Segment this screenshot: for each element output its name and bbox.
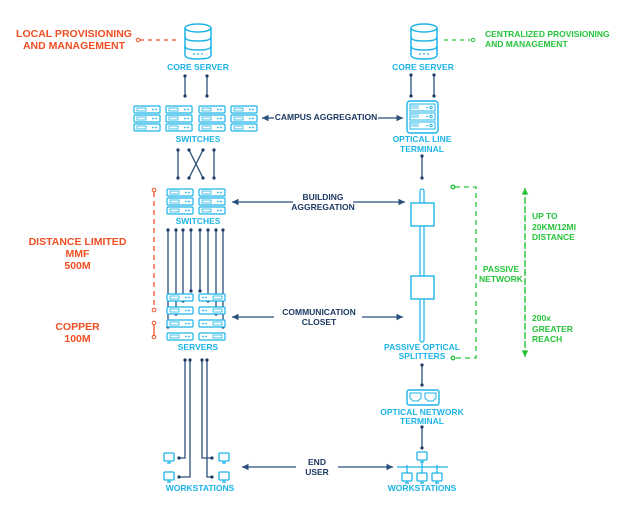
building-switches-label: SWITCHES: [175, 216, 221, 226]
copper-label: COPPER 100M: [55, 321, 100, 346]
right-workstations-label: WORKSTATIONS: [387, 483, 457, 493]
communication-closet-label: COMMUNICATION CLOSET: [282, 307, 356, 327]
centralized-management-label: CENTRALIZED PROVISIONING AND MANAGEMENT: [485, 29, 610, 49]
end-user-label: END USER: [305, 457, 329, 477]
ont-icon: [406, 389, 440, 406]
left-core-server-label: CORE SERVER: [167, 62, 229, 72]
right-workstations-icon: [397, 451, 448, 484]
link-switch-crossover: [177, 149, 215, 179]
copper-distance-bracket: [151, 320, 157, 340]
distance-label: UP TO 20KM/12MI DISTANCE: [532, 211, 576, 243]
building-switches-icon: [166, 188, 226, 215]
distance-limited-label: DISTANCE LIMITED MMF 500M: [28, 236, 127, 273]
left-workstations-icon: [163, 452, 230, 483]
link-servers-to-workstations: [179, 360, 212, 478]
campus-aggregation-label: CAMPUS AGGREGATION: [274, 112, 378, 122]
olt-label: OPTICAL LINE TERMINAL: [392, 134, 452, 154]
building-aggregation-label: BUILDING AGGREGATION: [291, 192, 355, 212]
passive-network-bracket: [450, 184, 477, 361]
mmf-distance-bracket: [151, 187, 157, 313]
ont-label: OPTICAL NETWORK TERMINAL: [380, 407, 464, 426]
left-workstations-label: WORKSTATIONS: [165, 483, 235, 493]
passive-network-label: PASSIVE NETWORK: [479, 264, 523, 284]
servers-label: SERVERS: [177, 342, 219, 352]
local-management-link: [135, 37, 177, 43]
campus-switches-label: SWITCHES: [175, 134, 221, 144]
link-core-to-switches: [184, 76, 208, 96]
splitters-label: PASSIVE OPTICAL SPLITTERS: [384, 342, 460, 361]
passive-optical-splitters-icon: [410, 188, 435, 343]
right-core-server-icon: [410, 23, 438, 60]
link-core-to-olt: [410, 75, 435, 96]
campus-switches-icon: [133, 105, 258, 132]
local-management-label: LOCAL PROVISIONING AND MANAGEMENT: [16, 28, 132, 53]
right-core-server-label: CORE SERVER: [392, 62, 454, 72]
olt-icon: [406, 100, 439, 134]
servers-icon: [166, 293, 226, 341]
reach-label: 200x GREATER REACH: [532, 313, 573, 345]
left-core-server-icon: [184, 23, 212, 60]
centralized-management-link: [444, 37, 476, 43]
